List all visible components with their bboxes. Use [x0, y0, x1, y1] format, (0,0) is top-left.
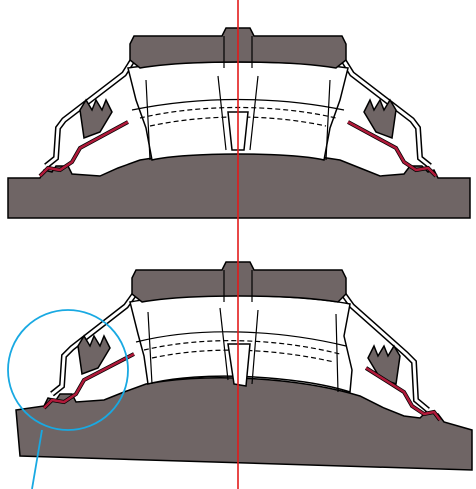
- bottom-left-spring-clip: [77, 334, 111, 376]
- leader-line: [31, 429, 43, 489]
- top-right-spring-clip: [363, 98, 397, 140]
- bottom-cap: [131, 261, 347, 303]
- detail-callout-circle: [7, 309, 129, 431]
- bottom-hub-segments: [135, 307, 347, 393]
- top-base-plate: [7, 151, 471, 219]
- bottom-section-view: [15, 261, 473, 471]
- bottom-center-notch: [227, 343, 251, 387]
- top-hub-segments: [131, 75, 345, 161]
- top-left-spring-clip: [79, 98, 113, 140]
- top-section-view: [7, 27, 471, 219]
